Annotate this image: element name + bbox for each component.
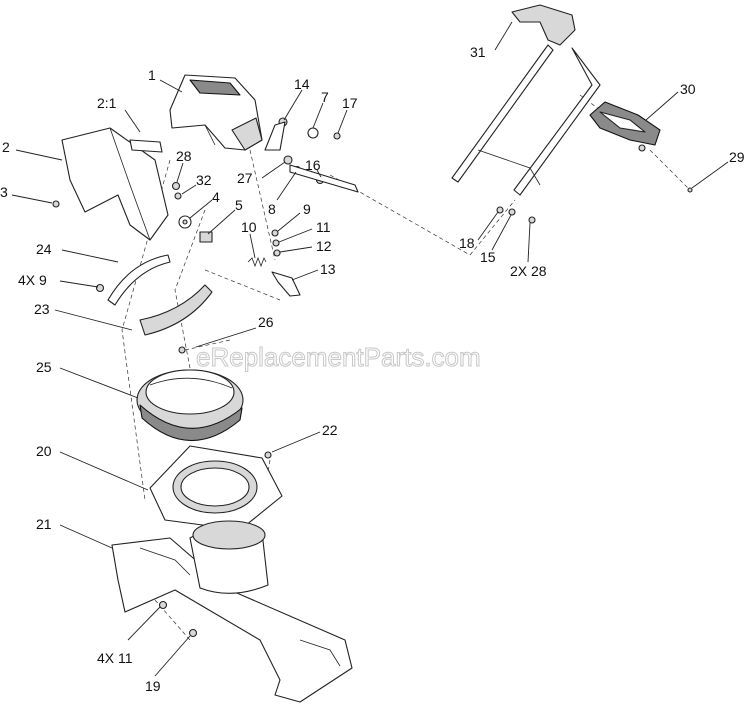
callout-25: 25 — [36, 359, 52, 375]
callout-22: 22 — [322, 422, 338, 438]
callout-31: 31 — [470, 44, 486, 60]
callout-32: 32 — [196, 172, 212, 188]
callout-29: 29 — [729, 149, 745, 165]
part-housing — [111, 520, 353, 703]
callout-3: 3 — [0, 184, 8, 200]
watermark: eReplacementParts.com — [196, 342, 481, 372]
part-control-rod-assembly — [264, 121, 359, 193]
callout-16: 16 — [305, 157, 321, 173]
callout-10: 10 — [241, 219, 257, 235]
callout-21: 21 — [36, 516, 52, 532]
callout-9: 9 — [303, 201, 311, 217]
callout-4: 4 — [212, 189, 220, 205]
callout-26: 26 — [258, 314, 274, 330]
callout-7: 7 — [321, 89, 329, 105]
callout-23: 23 — [34, 301, 50, 317]
callout-28: 28 — [176, 148, 192, 164]
part-upper-deflector — [169, 74, 263, 151]
part-decal — [129, 139, 163, 153]
callout-5: 5 — [235, 197, 243, 213]
part-handle-grip — [589, 101, 661, 146]
callout-12: 12 — [316, 238, 332, 254]
callout-8: 8 — [268, 201, 276, 217]
part-spring — [247, 256, 267, 268]
callout-11: 11 — [316, 219, 331, 235]
callout-15: 15 — [480, 249, 496, 265]
callout-19: 19 — [145, 678, 161, 694]
part-arc-brackets — [95, 254, 213, 336]
callout-labels: 1 2:1 2 3 28 32 4 5 14 7 17 16 27 8 9 10… — [0, 44, 745, 694]
leader-lines — [11, 21, 729, 677]
callout-4x11: 4X 11 — [97, 650, 133, 666]
callout-4x9: 4X 9 — [18, 272, 47, 288]
callout-17: 17 — [342, 95, 358, 111]
part-handle-assembly — [451, 4, 601, 196]
callout-27: 27 — [237, 170, 253, 186]
callout-18: 18 — [459, 235, 475, 251]
part-chute-ring — [136, 369, 244, 441]
part-chute-base — [149, 445, 283, 531]
callout-2: 2 — [2, 139, 10, 155]
callout-1: 1 — [148, 67, 156, 83]
callout-2x28: 2X 28 — [510, 263, 547, 279]
callout-13: 13 — [320, 261, 336, 277]
part-lever — [271, 271, 301, 297]
callout-2-1: 2:1 — [97, 95, 117, 111]
callout-30: 30 — [680, 81, 696, 97]
callout-24: 24 — [36, 241, 52, 257]
callout-14: 14 — [294, 76, 310, 92]
callout-20: 20 — [36, 443, 52, 459]
